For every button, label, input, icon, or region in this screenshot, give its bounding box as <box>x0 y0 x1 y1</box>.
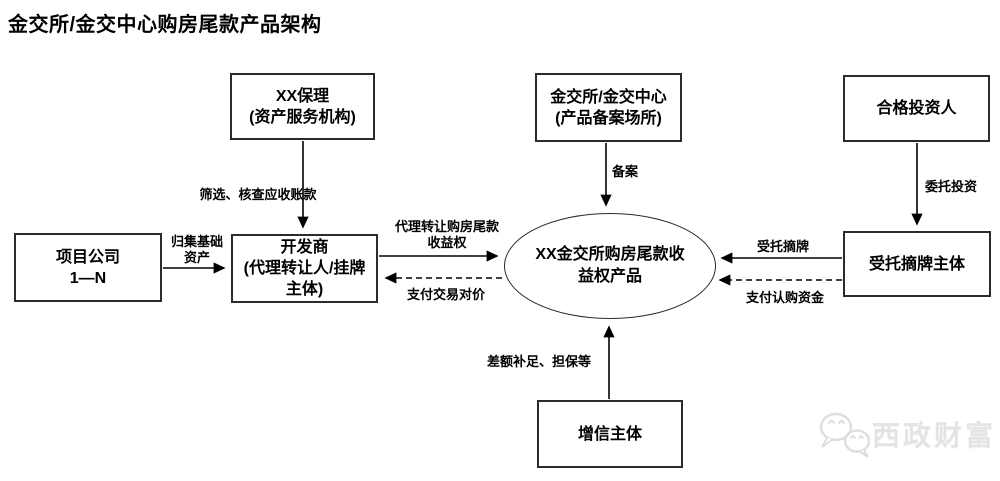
page-title: 金交所/金交中心购房尾款产品架构 <box>8 14 322 36</box>
watermark: 西政财富 <box>814 408 996 460</box>
node-developer: 开发商 (代理转让人/挂牌主体) <box>231 234 378 303</box>
edge-label-pay-consideration: 支付交易对价 <box>406 287 485 302</box>
watermark-text: 西政财富 <box>872 420 997 451</box>
edge-label-pool-assets: 归集基础 资产 <box>170 234 223 265</box>
node-exchange: 金交所/金交中心 (产品备案场所) <box>535 73 682 142</box>
edge-label-entrust-investment: 委托投资 <box>925 179 978 194</box>
edge-label-screen-check: 筛选、核查应收账款 <box>199 187 317 202</box>
edge-label-credit-support: 差额补足、担保等 <box>487 354 592 369</box>
node-delisting-entity: 受托摘牌主体 <box>843 231 991 297</box>
edge-label-filing: 备案 <box>612 164 639 179</box>
node-qualified-investor: 合格投资人 <box>843 75 990 142</box>
node-credit-enhancer: 增信主体 <box>537 400 683 468</box>
wechat-bubbles-icon <box>819 412 871 458</box>
edge-label-entrusted-delisting: 受托摘牌 <box>756 239 809 254</box>
edge-label-pay-subscription: 支付认购资金 <box>745 290 824 305</box>
node-project-company: 项目公司 1—N <box>14 233 162 302</box>
edge-label-agency-transfer: 代理转让购房尾款 收益权 <box>394 219 499 250</box>
node-product-ellipse: XX金交所购房尾款收益权产品 <box>504 213 716 319</box>
node-factoring: XX保理 (资产服务机构) <box>230 73 375 140</box>
